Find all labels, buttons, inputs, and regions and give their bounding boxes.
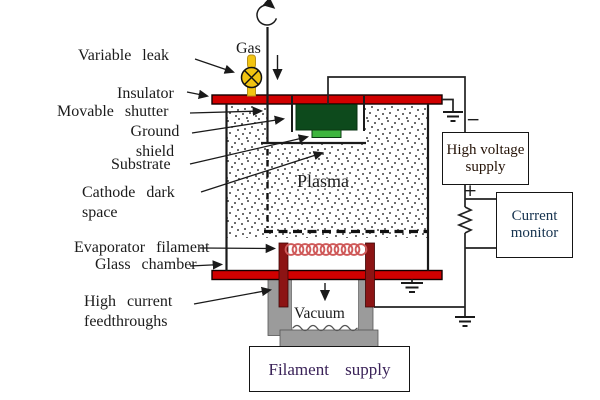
filament-supply-box: Filament supply <box>249 346 410 392</box>
vacuum-wavy-line <box>292 324 358 332</box>
baseplate <box>211 269 443 281</box>
ground-symbol <box>443 111 463 122</box>
ground-symbol <box>401 282 423 293</box>
cathode-hv-wire <box>327 76 466 132</box>
dark-space-boundary <box>264 149 427 234</box>
filament-supply-label: Filament supply <box>268 359 391 379</box>
hv-plus-terminal: + <box>463 181 478 201</box>
label-substrate: Substrate <box>111 156 171 173</box>
label-cathode-dark-space: Cathode dark space <box>82 184 175 221</box>
high-voltage-supply-label: High voltage supply <box>446 141 525 175</box>
resistor-symbol <box>456 206 474 234</box>
plate-ground-wire <box>442 98 454 112</box>
high-current-feedthrough-rods <box>278 242 375 308</box>
insulator-top-plate <box>211 94 443 105</box>
callout-arrows <box>186 58 324 305</box>
current-monitor-box: Current monitor <box>496 192 573 258</box>
filament-coil-icon <box>284 243 368 256</box>
label-vacuum: Vacuum <box>294 305 345 322</box>
circuit-wires <box>374 185 496 317</box>
cathode-block <box>295 104 358 131</box>
label-ground-shield: Ground shield <box>130 123 180 160</box>
rotation-arrow-icon <box>256 0 278 26</box>
label-plasma: Plasma <box>297 171 349 191</box>
ground-symbol <box>455 316 475 327</box>
label-high-current-feedthroughs: High current feedthroughs <box>84 293 173 330</box>
substrate-block <box>311 129 342 138</box>
high-voltage-supply-box: High voltage supply <box>442 132 529 185</box>
label-glass-chamber: Glass chamber <box>95 256 197 273</box>
label-insulator: Insulator <box>117 85 174 102</box>
glass-chamber-walls <box>225 104 430 271</box>
gas-valve-icon <box>240 54 263 97</box>
current-monitor-label: Current monitor <box>510 208 559 241</box>
label-movable-shutter: Movable shutter <box>57 103 169 120</box>
label-evaporator-filament: Evaporator filament <box>74 239 210 256</box>
ground-shield-lines <box>291 96 365 132</box>
label-gas: Gas <box>236 40 261 57</box>
label-variable-leak: Variable leak <box>78 47 169 64</box>
hv-minus-terminal: − <box>466 110 481 130</box>
